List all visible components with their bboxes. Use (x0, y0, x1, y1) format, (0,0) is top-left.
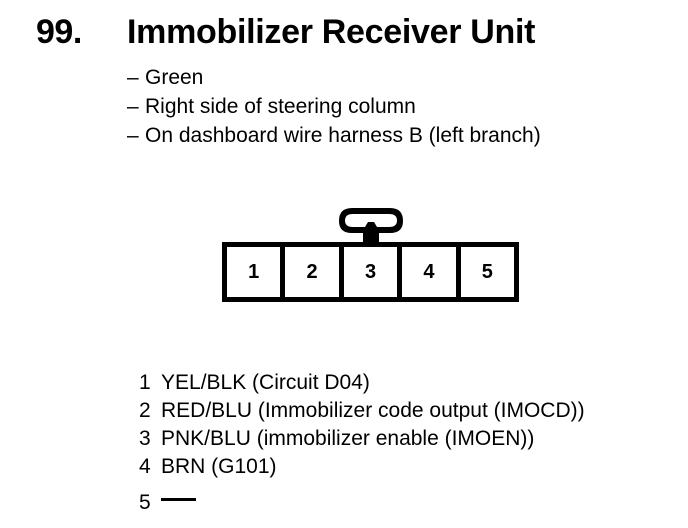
dash-bullet-icon: – (127, 124, 139, 147)
attribute-text: Right side of steering column (145, 95, 416, 118)
legend-pin-number: 3 (139, 427, 151, 450)
attribute-item-harness: – On dashboard wire harness B (left bran… (127, 121, 667, 150)
cavity-number: 1 (248, 261, 260, 283)
legend-pin-description: PNK/BLU (immobilizer enable (IMOEN)) (161, 427, 535, 450)
connector-cavity-2: 2 (285, 247, 344, 297)
attribute-text: Green (145, 66, 204, 89)
cavity-number: 2 (306, 261, 318, 283)
attribute-text: On dashboard wire harness B (left branch… (145, 124, 541, 147)
legend-row: 1 YEL/BLK (Circuit D04) (139, 369, 679, 397)
connector-cavity-5: 5 (461, 247, 514, 297)
cavity-number: 5 (481, 261, 493, 283)
attribute-item-location: – Right side of steering column (127, 92, 667, 121)
legend-pin-description-empty-dash (161, 481, 201, 509)
cavity-number: 3 (364, 261, 377, 283)
legend-pin-number: 2 (139, 399, 151, 422)
pin-legend: 1 YEL/BLK (Circuit D04) 2 RED/BLU (Immob… (139, 369, 679, 514)
page-title: Immobilizer Receiver Unit (127, 13, 536, 51)
connector-diagram: 1 2 3 4 5 (222, 208, 522, 304)
legend-row: 4 BRN (G101) (139, 453, 679, 481)
legend-pin-number: 1 (139, 371, 151, 394)
legend-row: 3 PNK/BLU (immobilizer enable (IMOEN)) (139, 425, 679, 453)
dash-bullet-icon: – (127, 95, 139, 118)
legend-pin-description: RED/BLU (Immobilizer code output (IMOCD)… (161, 399, 585, 422)
section-number: 99. (36, 13, 82, 51)
connector-cavity-3: 3 (344, 247, 403, 297)
attribute-list: – Green – Right side of steering column … (127, 63, 667, 150)
cavity-number: 4 (423, 261, 435, 283)
dash-bullet-icon: – (127, 66, 139, 89)
legend-row: 5 (139, 481, 679, 514)
connector-cavity-1: 1 (227, 247, 286, 297)
legend-pin-description: YEL/BLK (Circuit D04) (161, 371, 370, 394)
connector-latch-tab-icon (339, 208, 403, 244)
legend-row: 2 RED/BLU (Immobilizer code output (IMOC… (139, 397, 679, 425)
legend-pin-description: BRN (G101) (161, 455, 277, 478)
legend-pin-number: 4 (139, 455, 151, 478)
legend-pin-number: 5 (139, 491, 151, 514)
attribute-item-color: – Green (127, 63, 667, 92)
connector-body: 1 2 3 4 5 (222, 242, 519, 302)
connector-cavity-4: 4 (402, 247, 461, 297)
